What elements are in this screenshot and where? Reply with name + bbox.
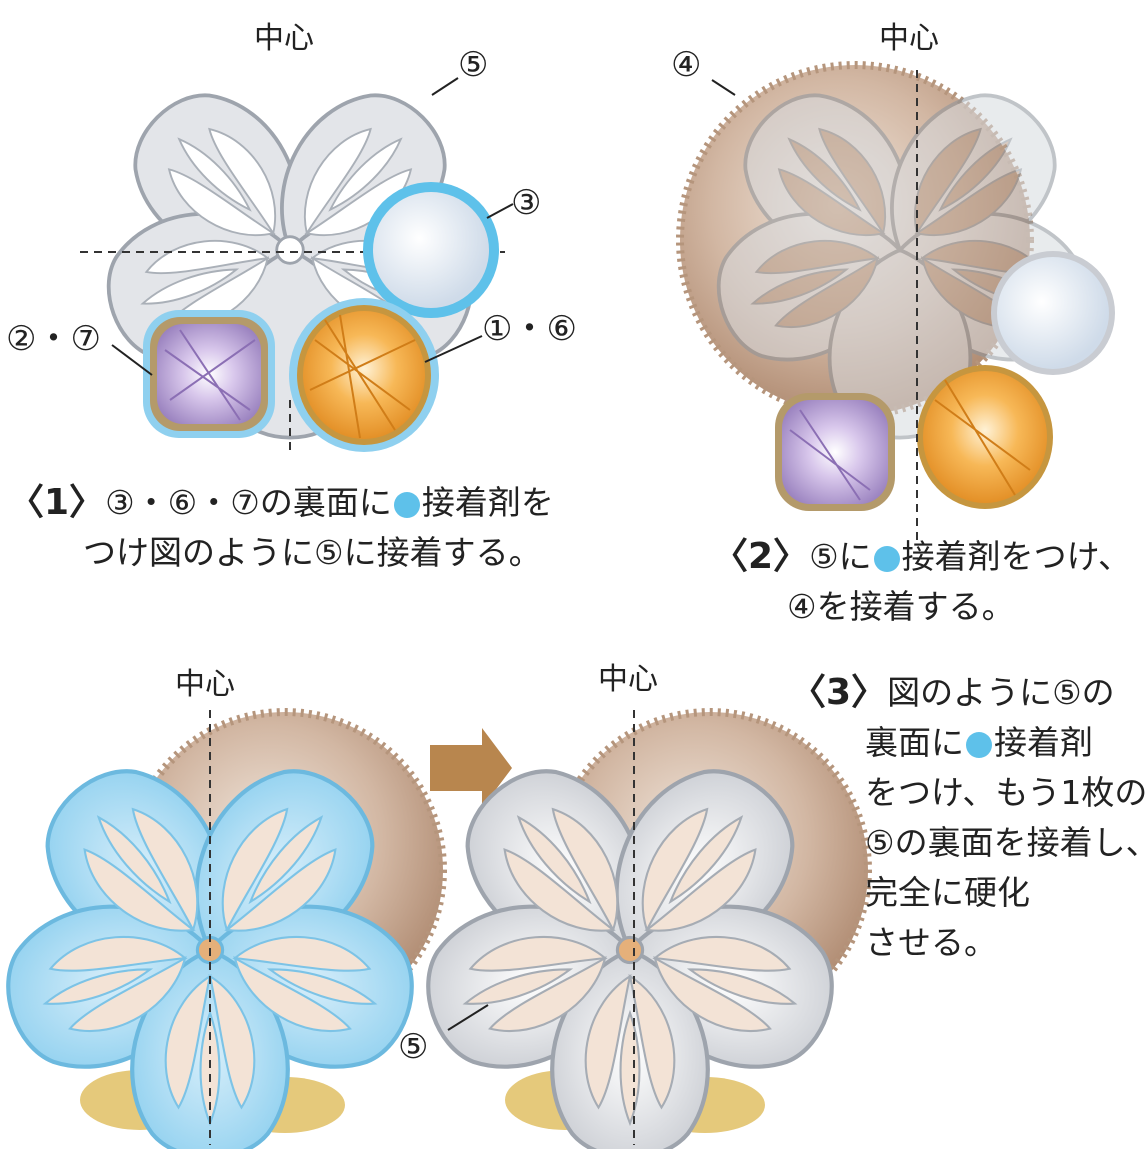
step-3-line-4: ⑤の裏面を接着し、 <box>790 818 1145 868</box>
step-1-line-2: つけ図のように⑤に接着する。 <box>8 528 554 578</box>
step-3-instructions: 〈3〉図のように⑤の 裏面に接着剤 をつけ、もう1枚の ⑤の裏面を接着し、 完全… <box>790 668 1145 968</box>
step-3-line-1: 〈3〉図のように⑤の <box>790 668 1145 718</box>
part-4-label: ④ <box>671 48 701 82</box>
center-label-panel2: 中心 <box>879 24 939 54</box>
part-5-label-panel3: ⑤ <box>398 1030 428 1064</box>
center-label-panel1: 中心 <box>254 24 314 54</box>
part-5-label-panel1: ⑤ <box>458 48 488 82</box>
step-3-text-2b: 接着剤 <box>994 723 1093 762</box>
step-2-line-1: 〈2〉⑤に接着剤をつけ、 <box>712 532 1131 582</box>
step-1-instructions: 〈1〉③・⑥・⑦の裏面に接着剤を つけ図のように⑤に接着する。 <box>8 478 554 578</box>
panel-2-artwork <box>680 65 1115 540</box>
panel-3a-artwork <box>0 710 443 1149</box>
step-1-mark: 〈1〉 <box>8 482 105 523</box>
step-2-mark: 〈2〉 <box>712 536 809 577</box>
step-2-line-2: ④を接着する。 <box>712 582 1131 632</box>
step-3-line-3: をつけ、もう1枚の <box>790 768 1145 818</box>
step-2-text-b: 接着剤をつけ、 <box>902 537 1131 576</box>
step-1-line-1: 〈1〉③・⑥・⑦の裏面に接着剤を <box>8 478 554 528</box>
center-label-panel3b: 中心 <box>598 665 658 695</box>
glue-dot-icon <box>874 546 900 572</box>
step-3-line-5: 完全に硬化 <box>790 868 1145 918</box>
step-3-line-2: 裏面に接着剤 <box>790 718 1145 768</box>
center-label-panel3a: 中心 <box>175 670 235 700</box>
part-1-6-label: ①・⑥ <box>482 312 577 346</box>
part-2-7-label: ②・⑦ <box>6 322 101 356</box>
step-3-text-1: 図のように⑤の <box>887 673 1115 712</box>
glue-dot-icon <box>966 732 992 758</box>
step-1-text-a: ③・⑥・⑦の裏面に <box>105 483 392 522</box>
step-3-line-6: させる。 <box>790 918 1145 968</box>
part-3-label: ③ <box>511 186 541 220</box>
step-2-instructions: 〈2〉⑤に接着剤をつけ、 ④を接着する。 <box>712 532 1131 632</box>
glue-dot-icon <box>394 492 420 518</box>
step-3-text-2a: 裏面に <box>865 723 964 762</box>
panel-1-artwork <box>80 68 513 452</box>
step-2-text-a: ⑤に <box>809 537 872 576</box>
step-1-text-b: 接着剤を <box>422 483 554 522</box>
step-3-mark: 〈3〉 <box>790 672 887 713</box>
